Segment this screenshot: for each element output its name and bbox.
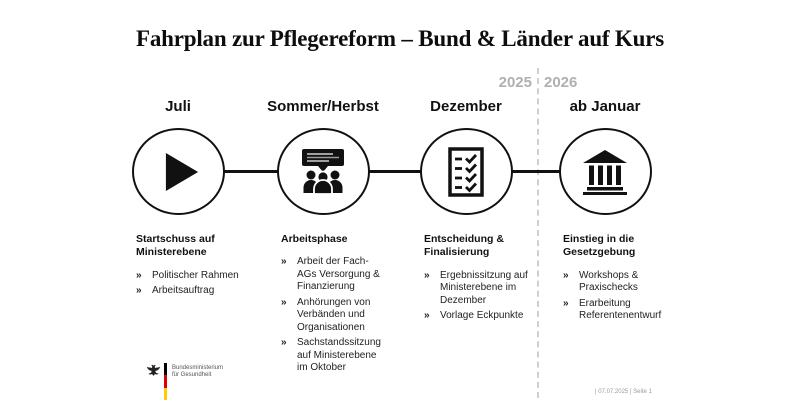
federal-eagle-icon bbox=[146, 364, 161, 376]
month-label: Dezember bbox=[430, 98, 502, 115]
ministry-name: Bundesministerium für Gesundheit bbox=[172, 365, 224, 379]
month-label: Juli bbox=[165, 98, 191, 115]
milestone-circle bbox=[131, 128, 225, 215]
milestone-sommer-herbst: Sommer/Herbst Arbeitsphase » Arbeit der … bbox=[261, 98, 385, 378]
page-info: | 07.07.2025 | Seite 1 bbox=[595, 389, 652, 395]
timeline-connector bbox=[510, 170, 562, 173]
bullet-marker: » bbox=[424, 310, 430, 322]
month-label: ab Januar bbox=[569, 98, 641, 115]
milestone-heading: Einstieg in die Gesetzgebung bbox=[563, 233, 636, 259]
year-divider-line bbox=[537, 68, 539, 398]
milestone-heading: Entscheidung & Finalisierung bbox=[424, 233, 504, 259]
list-item: » Vorlage Eckpunkte bbox=[424, 310, 524, 322]
list-item: » Workshops & Praxischecks bbox=[563, 269, 639, 294]
month-label: Sommer/Herbst bbox=[267, 98, 379, 115]
list-item: » Politischer Rahmen bbox=[136, 269, 239, 281]
milestone-circle bbox=[276, 128, 370, 215]
meeting-presentation-icon bbox=[302, 149, 344, 195]
play-icon bbox=[165, 152, 199, 191]
checklist-icon bbox=[448, 146, 484, 197]
bullet-marker: » bbox=[281, 337, 287, 349]
list-item: » Sachstandssitzung auf Ministerebene im… bbox=[281, 337, 381, 374]
milestone-circle bbox=[419, 128, 513, 215]
bullet-list: » Politischer Rahmen » Arbeitsauftrag bbox=[116, 270, 240, 298]
list-item: » Erarbeitung Referentenentwurf bbox=[563, 297, 662, 322]
bullet-list: » Workshops & Praxischecks » Erarbeitung… bbox=[543, 270, 667, 323]
bullet-marker: » bbox=[136, 285, 142, 297]
milestone-ab-januar: ab Januar Einstieg in die Gesetzgebung »… bbox=[543, 98, 667, 326]
list-item: » Arbeitsauftrag bbox=[136, 285, 215, 297]
list-item: » Arbeit der Fach-AGs Versorgung & Finan… bbox=[281, 256, 380, 293]
bullet-marker: » bbox=[563, 269, 569, 281]
bullet-marker: » bbox=[424, 269, 430, 281]
year-label-2025: 2025 bbox=[498, 74, 532, 91]
bullet-marker: » bbox=[281, 296, 287, 308]
milestone-dezember: Dezember Entscheidung & Finalisierung » … bbox=[404, 98, 528, 326]
bullet-marker: » bbox=[563, 297, 569, 309]
timeline-connector bbox=[367, 170, 422, 173]
milestone-heading: Startschuss auf Ministerebene bbox=[136, 233, 215, 259]
bullet-list: » Ergebnissitzung auf Ministerebene im D… bbox=[404, 270, 528, 323]
ministry-logo: Bundesministerium für Gesundheit bbox=[146, 363, 223, 400]
bullet-list: » Arbeit der Fach-AGs Versorgung & Finan… bbox=[261, 256, 385, 375]
list-item: » Anhörungen von Verbänden und Organisat… bbox=[281, 296, 371, 333]
list-item: » Ergebnissitzung auf Ministerebene im D… bbox=[424, 269, 528, 306]
government-building-icon bbox=[583, 149, 627, 195]
milestone-juli: Juli Startschuss auf Ministerebene » Pol… bbox=[116, 98, 240, 301]
bullet-marker: » bbox=[136, 269, 142, 281]
year-label-2026: 2026 bbox=[544, 74, 578, 91]
milestone-heading: Arbeitsphase bbox=[281, 233, 348, 245]
milestone-circle bbox=[558, 128, 652, 215]
page-title: Fahrplan zur Pflegereform – Bund & Lände… bbox=[136, 26, 664, 51]
flag-stripe bbox=[164, 363, 167, 400]
timeline-connector bbox=[222, 170, 279, 173]
bullet-marker: » bbox=[281, 256, 287, 268]
